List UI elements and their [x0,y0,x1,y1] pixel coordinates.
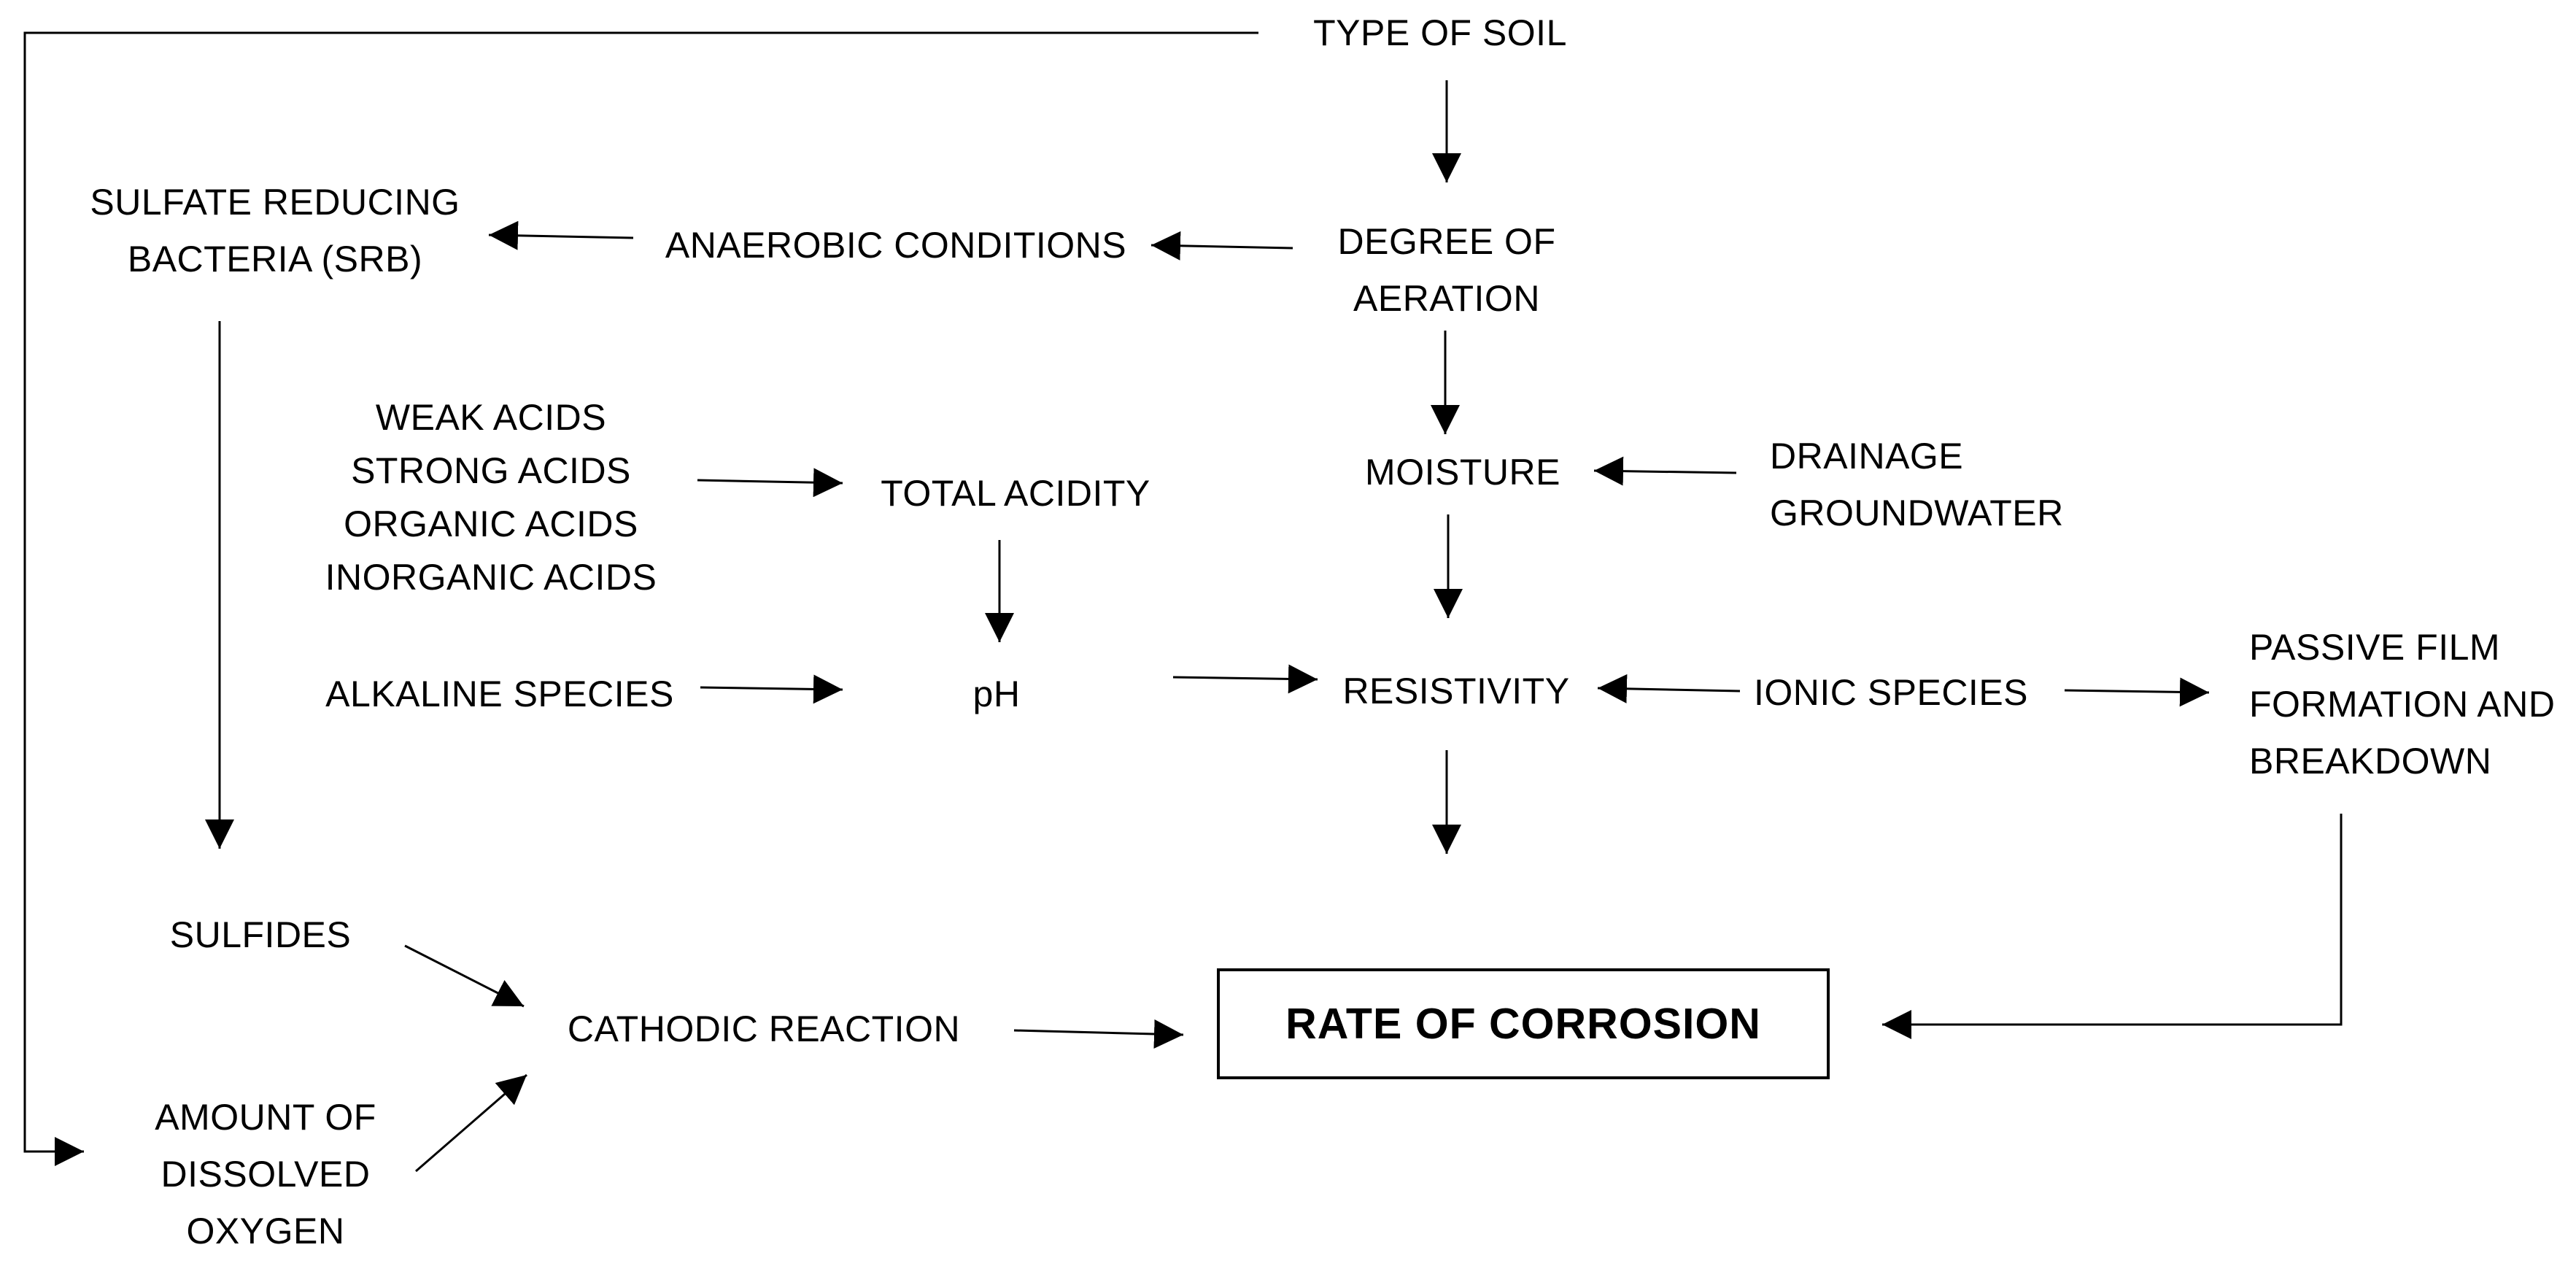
node-acids-line-4: INORGANIC ACIDS [325,557,657,598]
node-passive-film: PASSIVE FILM FORMATION AND BREAKDOWN [2249,619,2555,790]
edge-ph-to-resistivity [1172,664,1318,694]
edge-ionic-to-resistivity [1597,674,1741,703]
node-anaerobic-conditions: ANAEROBIC CONDITIONS [665,217,1126,274]
edge-aeration-to-anaerobic [1150,231,1293,261]
node-ph: pH [973,666,1021,722]
edge-ionic-to-passive [2064,677,2210,707]
edge-passive-to-rate [1882,814,2343,1039]
edge-cathodic-to-rate [1013,1019,1184,1049]
node-dissolved-oxygen: AMOUNT OF DISSOLVED OXYGEN [155,1089,376,1260]
node-ionic-species: IONIC SPECIES [1754,664,2028,721]
node-ionic-species-label: IONIC SPECIES [1753,672,2029,713]
edge-drainage-to-moisture [1593,456,1737,486]
node-type-of-soil: TYPE OF SOIL [1313,4,1567,61]
node-rate-of-corrosion: RATE OF CORROSION [1217,968,1830,1079]
node-total-acidity: TOTAL ACIDITY [881,465,1150,522]
node-ph-label: pH [972,674,1021,714]
edge-oxygen-to-cathodic [415,1073,527,1173]
node-dissolved-oxygen-line-3: OXYGEN [186,1211,345,1251]
node-passive-film-line-3: BREAKDOWN [2249,741,2492,782]
node-resistivity: RESISTIVITY [1342,663,1569,720]
node-resistivity-label: RESISTIVITY [1342,671,1570,711]
node-alkaline-species-label: ALKALINE SPECIES [325,674,674,714]
node-passive-film-line-1: PASSIVE FILM [2249,627,2501,668]
node-acids-line-1: WEAK ACIDS [375,397,607,438]
node-acids-line-3: ORGANIC ACIDS [344,504,638,544]
node-dissolved-oxygen-line-1: AMOUNT OF [155,1097,376,1138]
node-cathodic-reaction: CATHODIC REACTION [568,1000,960,1057]
node-drainage-line-2: GROUNDWATER [1770,493,2064,533]
node-moisture: MOISTURE [1365,444,1560,501]
node-alkaline-species: ALKALINE SPECIES [325,666,674,722]
node-dissolved-oxygen-line-2: DISSOLVED [160,1154,371,1195]
node-degree-of-aeration-line-2: AERATION [1353,278,1540,319]
node-degree-of-aeration-line-1: DEGREE OF [1337,221,1556,262]
node-anaerobic-conditions-label: ANAEROBIC CONDITIONS [665,225,1127,266]
edge-soil-to-oxygen [23,31,1258,1166]
node-sulfides: SULFIDES [170,906,352,963]
node-passive-film-line-2: FORMATION AND [2249,684,2556,725]
edge-alkaline-to-ph [700,674,843,704]
node-drainage-groundwater: DRAINAGE GROUNDWATER [1770,428,2064,541]
node-rate-of-corrosion-label: RATE OF CORROSION [1285,1000,1761,1048]
node-moisture-label: MOISTURE [1365,452,1560,493]
edge-anaerobic-to-srb [488,220,634,250]
node-sulfides-label: SULFIDES [169,914,352,955]
node-drainage-line-1: DRAINAGE [1770,436,1964,477]
node-degree-of-aeration: DEGREE OF AERATION [1338,213,1556,327]
node-acids: WEAK ACIDS STRONG ACIDS ORGANIC ACIDS IN… [325,391,657,604]
node-cathodic-reaction-label: CATHODIC REACTION [567,1008,961,1049]
edge-sulfides-to-cathodic [404,944,525,1008]
node-acids-line-2: STRONG ACIDS [351,450,631,491]
node-type-of-soil-label: TYPE OF SOIL [1313,12,1567,53]
node-srb: SULFATE REDUCING BACTERIA (SRB) [90,174,460,288]
edge-acids-to-acidity [697,468,843,498]
node-total-acidity-label: TOTAL ACIDITY [881,473,1150,514]
node-srb-line-2: BACTERIA (SRB) [127,239,423,279]
node-srb-line-1: SULFATE REDUCING [90,182,460,223]
